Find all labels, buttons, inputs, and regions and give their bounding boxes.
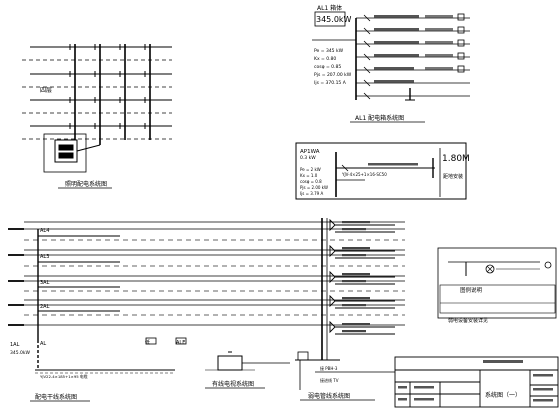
trunk-floor-label: AL3 [40, 254, 49, 260]
ap1wa-sub: 0.3 kW [300, 155, 316, 161]
al1-caption: AL1 配电箱系统图 [355, 114, 404, 122]
weak-current-bottom-label: 接进线 TV [320, 377, 339, 383]
catv-label-a: 低 [145, 339, 150, 346]
ap1wa-height-note: 距地安装 [443, 173, 463, 180]
al1-power: 345.0kW [316, 15, 352, 24]
legend-box [437, 247, 557, 319]
al1-param: cosφ = 0.85 [314, 64, 341, 70]
al1-board-name: AL1 箱体 [317, 4, 342, 12]
ap1wa-param: cosφ = 0.8 [300, 179, 322, 184]
trunk-small-blocks [145, 337, 187, 345]
al1-param: Pjs = 207.00 kW [314, 72, 352, 78]
ap1wa-param: Ijs = 3.79 A [300, 191, 323, 196]
riser-dashed-lines [22, 59, 172, 140]
catv-box [217, 355, 243, 371]
title-block-fills [398, 360, 553, 402]
trunk-dashed-lines [24, 239, 405, 316]
al1-board-box [314, 11, 346, 27]
al1-circuits [356, 17, 470, 97]
trunk-floor-label: 1AL [10, 342, 20, 348]
weak-current-caption: 弱电管线系统图 [308, 392, 350, 400]
al1-breakers [363, 14, 371, 100]
ap1wa-param: Kx = 1.0 [300, 173, 318, 178]
trunk-source-value: 345.0kW [10, 350, 30, 356]
trunk-floor-labels: AL4 AL3 3AL 2AL 1AL AL [10, 228, 50, 348]
riser-floor-lines [30, 46, 172, 127]
trunk-caption: 配电干线系统图 [35, 393, 77, 401]
ap1wa-param: Pjs = 2.00 kW [300, 185, 328, 190]
lighting-riser-caption: 照明配电系统图 [65, 180, 107, 188]
ap1wa-main-cable: YJV-4×25+1×16-SC50 [341, 172, 387, 177]
riser-ticks [69, 44, 146, 129]
trunk-bottom-note: YJV22-4×185+1×95 电缆 [40, 374, 88, 379]
al1-board-diagram [312, 11, 470, 101]
al1-end-terminals [457, 13, 465, 73]
title-block [394, 356, 559, 408]
weak-current-outlets [329, 218, 395, 335]
weak-current-diagram [295, 218, 395, 390]
weak-current-labels-blocks [342, 221, 370, 333]
al1-params: Pe = 345 kW Kx = 0.80 cosφ = 0.85 Pjs = … [314, 48, 352, 86]
al1-param: Ijs = 370.15 A [314, 80, 347, 86]
ap1wa-params: Pe = 2 kW Kx = 1.0 cosφ = 0.8 Pjs = 2.00… [300, 167, 328, 196]
legend-caption: 图例说明 [460, 286, 483, 294]
ap1wa-diagram [295, 142, 467, 200]
trunk-floor-label: AL4 [40, 228, 49, 234]
catv-label-b: ALE [176, 340, 185, 346]
floor-label: 四层 [40, 87, 52, 94]
lighting-cabinet [54, 139, 78, 163]
al1-param: Kx = 0.80 [314, 56, 336, 62]
trunk-floor-label: 2AL [40, 304, 50, 310]
catv-diagram [205, 351, 290, 371]
trunk-floor-lines [24, 221, 405, 326]
catv-caption: 有线电视系统图 [212, 380, 254, 388]
ap1wa-param: Pe = 2 kW [300, 167, 321, 172]
trunk-floor-label: AL [40, 341, 46, 347]
lamp-symbol-icon [485, 264, 495, 274]
trunk-branches [38, 235, 120, 312]
trunk-riser-diagram [8, 221, 405, 374]
weak-current-bottom-label: 接 PBH-3 [320, 365, 338, 371]
al1-param: Pe = 345 kW [314, 48, 344, 54]
lamp-symbol-icon [544, 261, 552, 269]
al1-circuit-text [374, 15, 453, 83]
ap1wa-height: 1.80M [442, 154, 470, 164]
legend-note: 弱电设备安装详见 [448, 317, 488, 324]
drawing-name: 系统图（一） [485, 391, 521, 399]
trunk-floor-slabs [8, 228, 24, 326]
ap1wa-frame [295, 142, 467, 200]
riser-verticals [74, 44, 151, 145]
lighting-riser-diagram [22, 44, 172, 173]
ap1wa-name: AP1WA [300, 149, 320, 155]
trunk-floor-label: 3AL [40, 280, 50, 286]
